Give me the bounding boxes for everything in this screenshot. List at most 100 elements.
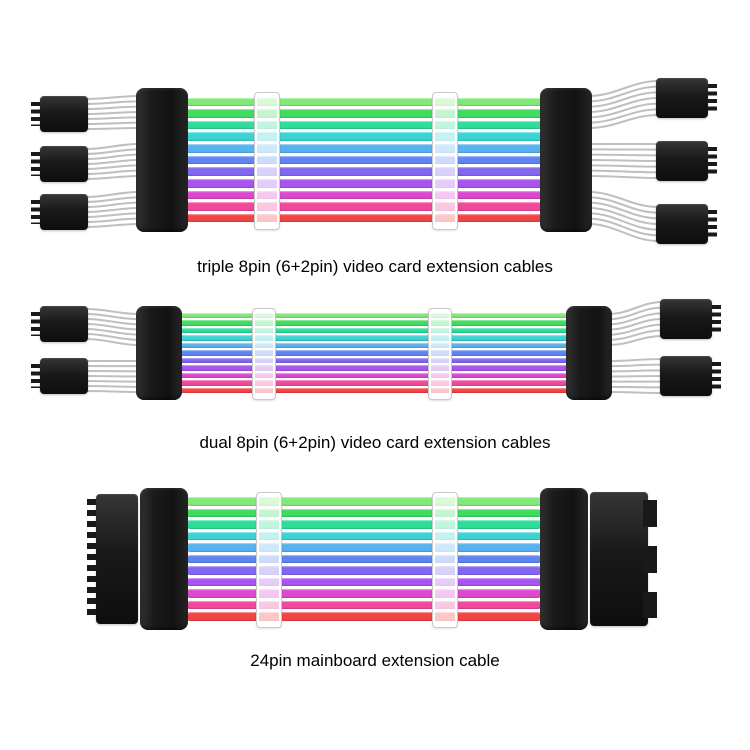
ribbon-stripe <box>178 357 570 364</box>
connector-left <box>31 306 88 342</box>
wire <box>85 308 140 315</box>
wire <box>85 217 140 223</box>
wire <box>85 164 140 170</box>
connector-pins <box>31 364 40 388</box>
wire <box>85 175 140 180</box>
wire <box>588 169 659 174</box>
wire <box>608 301 663 315</box>
ribbon-stripe <box>186 531 542 541</box>
ribbon-stripe <box>178 380 570 386</box>
cable-clip <box>428 308 452 400</box>
ribbon-stripe <box>184 120 544 130</box>
wire <box>608 312 663 326</box>
wire <box>85 338 140 346</box>
connector-pins <box>712 362 721 390</box>
connector-pins <box>31 102 40 126</box>
ribbon-stripe <box>184 178 544 188</box>
connector-pins <box>712 305 721 333</box>
wire <box>85 127 140 130</box>
wire <box>85 328 140 336</box>
ribbon-stripe <box>178 365 570 371</box>
ribbon-stripe <box>184 109 544 118</box>
wire <box>588 85 659 103</box>
connector-left <box>31 194 88 230</box>
connector-pins <box>31 200 40 224</box>
wire <box>608 358 663 362</box>
connector-left <box>31 146 88 182</box>
wire <box>85 148 140 155</box>
wire <box>588 114 659 129</box>
connector-right <box>656 78 717 118</box>
connector-pins <box>87 499 96 619</box>
ribbon-stripe <box>186 600 542 610</box>
ribbon-stripe <box>178 312 570 319</box>
cable-comb-left <box>136 306 182 400</box>
connector-left <box>31 358 88 394</box>
ribbon-stripe <box>184 144 544 153</box>
rgb-ribbon <box>186 496 542 622</box>
cable-comb-left <box>140 488 188 630</box>
wire <box>608 323 663 336</box>
wire <box>85 100 140 105</box>
connector-pins <box>708 147 717 175</box>
wire <box>85 212 140 218</box>
wire <box>85 105 140 110</box>
wire <box>588 201 659 220</box>
ribbon-stripe <box>184 202 544 211</box>
wire <box>608 318 663 331</box>
wire <box>588 212 659 231</box>
cable-clip <box>252 308 276 400</box>
wire <box>85 318 140 326</box>
wire <box>85 201 140 208</box>
wire <box>85 380 140 383</box>
wire <box>588 196 659 214</box>
wire <box>608 391 663 394</box>
wire <box>85 313 140 321</box>
caption-dual-8pin: dual 8pin (6+2pin) video card extension … <box>199 433 551 452</box>
wire <box>85 95 140 100</box>
ribbon-stripe <box>178 320 570 326</box>
wire <box>85 143 140 150</box>
ribbon-stripe <box>178 327 570 334</box>
wire <box>608 375 663 378</box>
connector-pins <box>708 84 717 112</box>
ribbon-stripe <box>186 543 542 552</box>
wire <box>85 196 140 203</box>
connector-pins <box>31 312 40 336</box>
connector-left <box>31 96 88 132</box>
wire <box>85 121 140 125</box>
connector-right <box>590 492 657 626</box>
cable-comb-right <box>540 88 592 232</box>
wire <box>85 191 140 198</box>
wire <box>85 333 140 341</box>
connector-pins <box>643 500 657 618</box>
wire <box>85 207 140 213</box>
ribbon-stripe <box>178 350 570 356</box>
cable-clip <box>254 92 280 230</box>
wire <box>588 91 659 108</box>
connector-right <box>656 204 717 244</box>
cable-comb-right <box>566 306 612 400</box>
wire <box>588 164 659 168</box>
ribbon-stripe <box>184 97 544 107</box>
ribbon-stripe <box>186 577 542 587</box>
ribbon-stripe <box>184 132 544 142</box>
cable-clip <box>432 92 458 230</box>
caption-triple-8pin: triple 8pin (6+2pin) video card extensio… <box>197 257 553 276</box>
cable-clip <box>432 492 458 628</box>
connector-pins <box>708 210 717 238</box>
wire <box>608 306 663 321</box>
wire <box>85 116 140 120</box>
ribbon-stripe <box>178 372 570 379</box>
wire <box>85 323 140 331</box>
ribbon-stripe <box>184 167 544 176</box>
wire <box>85 153 140 160</box>
wire <box>588 223 659 242</box>
connector-right <box>660 299 721 339</box>
wire <box>588 97 659 113</box>
wire <box>588 159 659 162</box>
ribbon-stripe <box>178 342 570 349</box>
wire <box>85 390 140 393</box>
